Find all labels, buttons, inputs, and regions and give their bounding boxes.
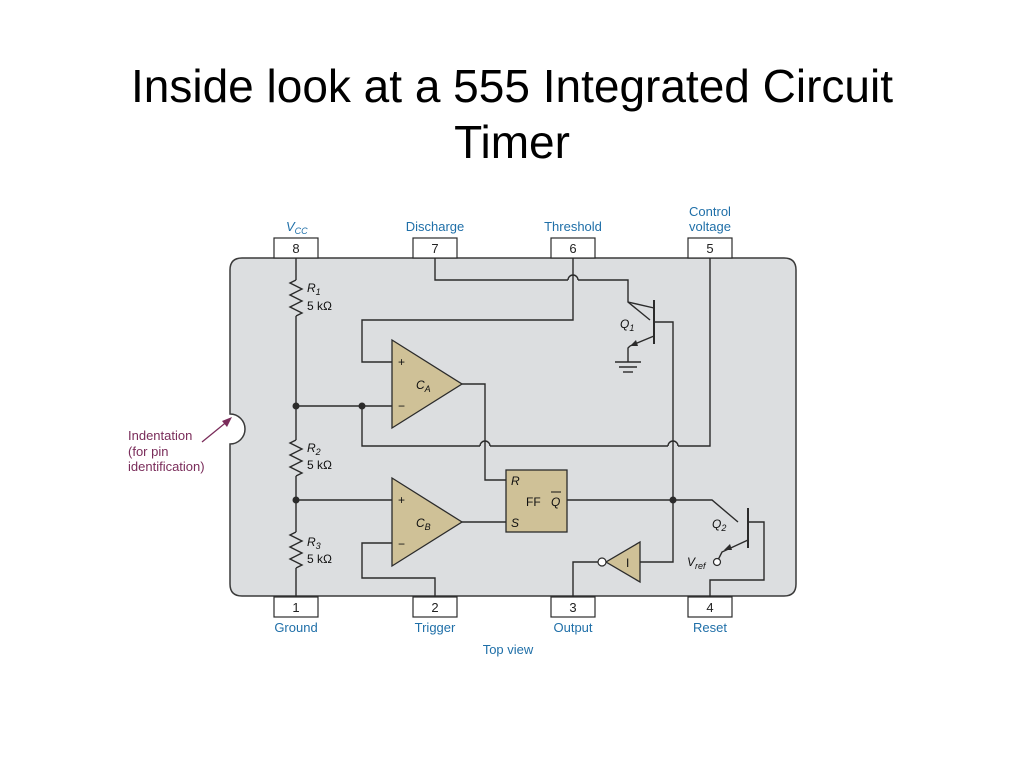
- top-view-caption: Top view: [483, 642, 534, 657]
- junction-divider-lower: [292, 496, 300, 504]
- title-line-2: Timer: [454, 116, 570, 168]
- pin-5-label-line1: Control: [689, 204, 731, 219]
- flip-flop-s: S: [511, 516, 519, 530]
- pin-7-label: Discharge: [406, 219, 465, 234]
- indentation-line2: (for pin: [128, 444, 168, 459]
- transistor-q2: Q2 Vref: [687, 508, 749, 571]
- comparator-ca-minus: −: [398, 399, 405, 413]
- flip-flop-qbar: Q: [551, 495, 560, 509]
- pin-6-label: Threshold: [544, 219, 602, 234]
- resistor-r3-symbol: [288, 531, 304, 569]
- resistor-r2-symbol: [288, 439, 304, 477]
- pin-7: 7: [412, 237, 458, 259]
- resistor-r1-name: R1: [307, 281, 321, 297]
- pin-1-number: 1: [292, 600, 299, 615]
- flip-flop-ff: FF: [526, 495, 541, 509]
- indentation-annotation: Indentation (for pin identification): [128, 417, 232, 474]
- junction-divider-upper: [292, 402, 300, 410]
- comparator-ca: + − CA: [391, 338, 464, 430]
- indentation-line1: Indentation: [128, 428, 192, 443]
- comparator-cb-minus: −: [398, 537, 405, 551]
- resistor-r3-name: R3: [307, 535, 321, 551]
- pin-3: 3: [550, 596, 596, 618]
- pin-8-label: VCC: [286, 219, 308, 236]
- pin-6-number: 6: [569, 241, 576, 256]
- comparator-cb: + − CB: [391, 476, 464, 568]
- junction-qbar: [669, 496, 677, 504]
- pin-2-label: Trigger: [415, 620, 456, 635]
- pin-5: 5: [687, 237, 733, 259]
- indentation-line3: identification): [128, 459, 205, 474]
- resistor-r1-symbol: [288, 279, 304, 317]
- slide-title: Inside look at a 555 Integrated Circuit …: [0, 58, 1024, 170]
- pin-4: 4: [687, 596, 733, 618]
- comparator-cb-label: CB: [416, 516, 431, 532]
- pin-8-number: 8: [292, 241, 299, 256]
- transistor-q1: Q1: [620, 300, 655, 362]
- ground-symbol: [615, 361, 641, 373]
- pin-1-label: Ground: [274, 620, 317, 635]
- circuit-wires: [296, 258, 765, 597]
- pin-8: 8: [273, 237, 319, 259]
- pin-6: 6: [550, 237, 596, 259]
- comparator-ca-label: CA: [416, 378, 431, 394]
- junction-ca-minus: [358, 402, 366, 410]
- pin-2-number: 2: [431, 600, 438, 615]
- pin-3-label: Output: [553, 620, 592, 635]
- resistor-r2-name: R2: [307, 441, 321, 457]
- pin-4-number: 4: [706, 600, 713, 615]
- inverter-label: I: [626, 556, 629, 570]
- resistor-r2-value: 5 kΩ: [307, 458, 332, 472]
- transistor-q2-label: Q2: [712, 517, 726, 533]
- flip-flop-r: R: [511, 474, 520, 488]
- title-line-1: Inside look at a 555 Integrated Circuit: [130, 60, 893, 112]
- pin-5-number: 5: [706, 241, 713, 256]
- pin-1: 1: [273, 596, 319, 618]
- transistor-q1-label: Q1: [620, 317, 634, 333]
- inverter: I: [597, 540, 641, 584]
- indentation-arrowhead: [222, 417, 232, 427]
- resistor-r1-value: 5 kΩ: [307, 299, 332, 313]
- pin-3-number: 3: [569, 600, 576, 615]
- pin-7-number: 7: [431, 241, 438, 256]
- comparator-cb-plus: +: [398, 493, 405, 507]
- vref-label: Vref: [687, 555, 707, 571]
- pin-2: 2: [412, 596, 458, 618]
- comparator-ca-plus: +: [398, 355, 405, 369]
- pin-4-label: Reset: [693, 620, 727, 635]
- flip-flop: R S FF Q: [505, 469, 568, 533]
- pin-5-label-line2: voltage: [689, 219, 731, 234]
- resistor-r3-value: 5 kΩ: [307, 552, 332, 566]
